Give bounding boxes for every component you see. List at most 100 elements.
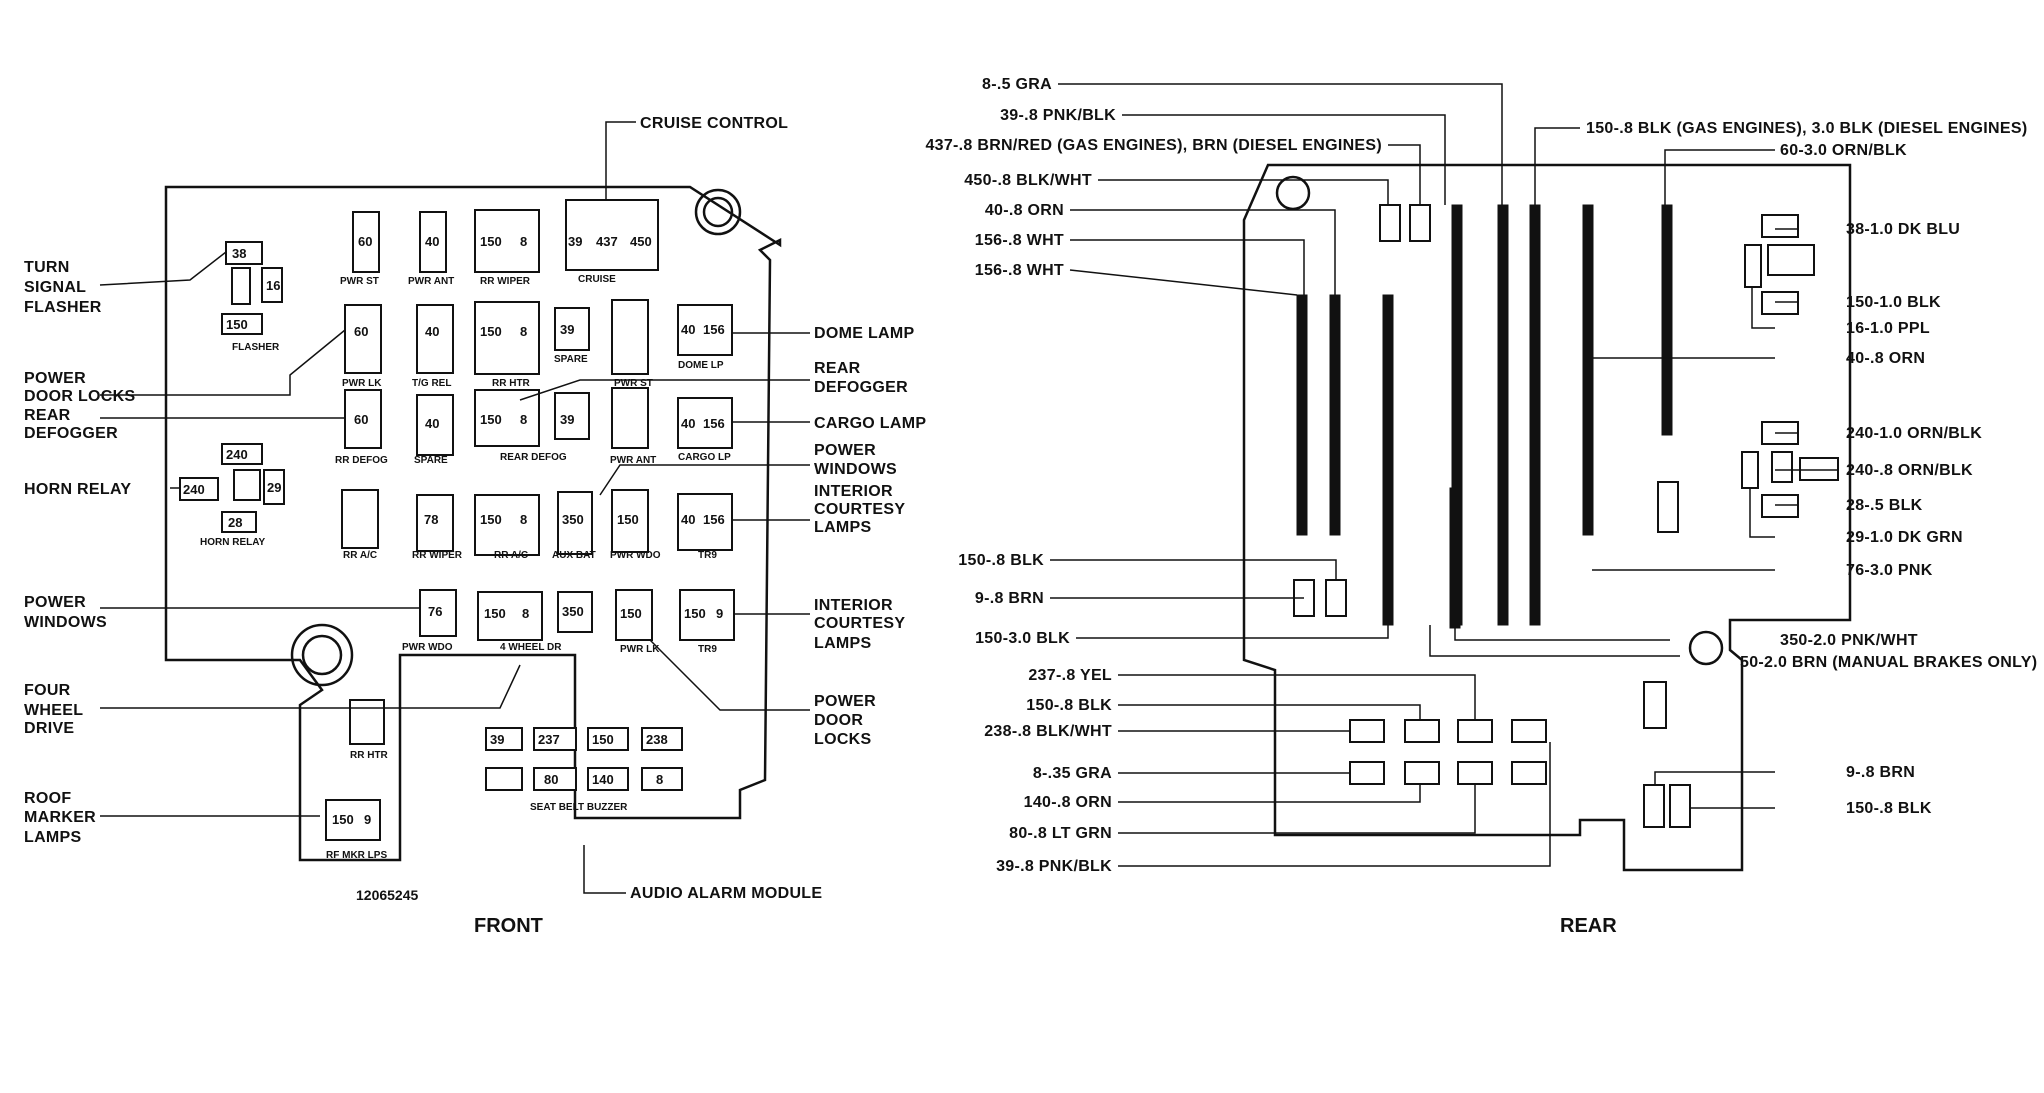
label-front-callouts-rear-defogger-left-1: DEFOGGER	[24, 425, 118, 442]
label-rear-left-labels-6: 156-.8 WHT	[975, 262, 1064, 279]
label-front-callouts-roof-marker-lamps-1: MARKER	[24, 809, 96, 826]
label-front-circuit-numbers-c450: 450	[630, 234, 652, 249]
diagram-group	[1242, 163, 1852, 872]
label-rear-right-labels-11: 350-2.0 PNK/WHT	[1780, 632, 1918, 649]
label-front-callouts-power-windows-right-0: POWER	[814, 442, 876, 459]
label-front-circuit-numbers-c60-a: 60	[358, 234, 372, 249]
label-front-circuit-numbers-c29: 29	[267, 480, 281, 495]
label-rear-right-labels-0: 150-.8 BLK (GAS ENGINES), 3.0 BLK (DIESE…	[1586, 120, 2027, 137]
label-rear-left-labels-0: 8-.5 GRA	[982, 76, 1052, 93]
label-front-circuit-numbers-c28: 28	[228, 515, 242, 530]
label-rear-right-labels-1: 60-3.0 ORN/BLK	[1780, 142, 1907, 159]
label-front-slot-labels-pwr-ant-1: PWR ANT	[408, 276, 454, 287]
label-front-circuit-numbers-c39-a: 39	[568, 234, 582, 249]
front-circuit-numbers: 38 16 150 60 40 150 8 39 437 450 60 40 1…	[183, 234, 725, 827]
rear-block-outline	[1242, 163, 1852, 872]
label-front-slot-labels-rr-ac-2: RR A/C	[494, 550, 528, 561]
label-front-slot-labels-spare-1: SPARE	[554, 354, 588, 365]
label-rear-left-labels-7: 150-.8 BLK	[958, 552, 1044, 569]
rear-terminals	[1293, 204, 1839, 828]
label-front-callouts-rear-defogger-left-0: REAR	[24, 407, 71, 424]
label-front-callouts-dome-lamp: DOME LAMP	[814, 325, 915, 342]
label-front-circuit-numbers-c78: 78	[424, 512, 438, 527]
label-rear-left-labels-9: 150-3.0 BLK	[975, 630, 1070, 647]
label-front-circuit-numbers-c150-f: 150	[484, 606, 506, 621]
label-front-circuit-numbers-c8-b: 8	[520, 324, 527, 339]
label-front-callouts-interior-courtesy-1-2: LAMPS	[814, 519, 872, 536]
label-front-slot-labels-rr-wiper-1: RR WIPER	[480, 276, 531, 287]
label-front-callouts-turn-signal-flasher-0: TURN	[24, 259, 70, 276]
label-front-slot-labels-seat-belt-buzzer: SEAT BELT BUZZER	[530, 802, 628, 813]
label-front-circuit-numbers-c240-b: 240	[183, 482, 205, 497]
label-front-slot-labels-tg-rel: T/G REL	[412, 378, 451, 389]
label-front-slot-labels-spare-2: SPARE	[414, 455, 448, 466]
label-front-circuit-numbers-c150-d: 150	[480, 512, 502, 527]
label-front-slot-labels-rr-htr-1: RR HTR	[492, 378, 531, 389]
label-front-circuit-numbers-c150-g: 150	[620, 606, 642, 621]
label-rear-right-labels-4: 16-1.0 PPL	[1846, 320, 1930, 337]
label-rear-right-labels-9: 29-1.0 DK GRN	[1846, 529, 1963, 546]
front-block-outline	[164, 185, 782, 862]
label-front-slot-labels-horn-relay: HORN RELAY	[200, 537, 266, 548]
label-front-slot-labels-pwr-wdo-1: PWR WDO	[610, 550, 661, 561]
label-front-slot-labels-tr9-1: TR9	[698, 550, 717, 561]
label-front-circuit-numbers-c8-c: 8	[520, 412, 527, 427]
label-front-slot-labels-flasher: FLASHER	[232, 342, 280, 353]
label-front-callouts-roof-marker-lamps-2: LAMPS	[24, 829, 82, 846]
label-front-callouts-power-windows-right-1: WINDOWS	[814, 461, 897, 478]
label-front-circuit-numbers-c40-a: 40	[425, 234, 439, 249]
label-front-callouts-four-wheel-drive-0: FOUR	[24, 682, 71, 699]
label-front-circuit-numbers-c350-a: 350	[562, 512, 584, 527]
label-front-slot-labels-rr-htr-2: RR HTR	[350, 750, 389, 761]
label-rear-left-labels-8: 9-.8 BRN	[975, 590, 1044, 607]
diagram-group	[164, 185, 782, 862]
label-rear-left-labels-2: 437-.8 BRN/RED (GAS ENGINES), BRN (DIESE…	[925, 137, 1382, 154]
label-front-circuit-numbers-c80: 80	[544, 772, 558, 787]
label-front-circuit-numbers-c8-f: 8	[522, 606, 529, 621]
label-front-circuit-numbers-c16: 16	[266, 278, 280, 293]
label-rear-left-labels-11: 150-.8 BLK	[1026, 697, 1112, 714]
label-front-callouts-audio-alarm-module: AUDIO ALARM MODULE	[630, 885, 822, 902]
label-front-callouts-interior-courtesy-1-0: INTERIOR	[814, 483, 893, 500]
label-front-slot-labels-four-wheel-dr: 4 WHEEL DR	[500, 642, 562, 653]
label-front-slot-labels-rr-ac-1: RR A/C	[343, 550, 377, 561]
label-front-circuit-numbers-c40-tr: 40	[681, 512, 695, 527]
label-front-callouts-rear-defogger-right-0: REAR	[814, 360, 861, 377]
label-front-circuit-numbers-c437: 437	[596, 234, 618, 249]
label-front-callouts-four-wheel-drive-1: WHEEL	[24, 702, 83, 719]
rear-caption: REAR	[1560, 915, 1617, 937]
front-caption: FRONT	[474, 915, 543, 937]
rear-bus-bars	[1296, 204, 1673, 629]
label-front-slot-labels-rf-mkr-lps: RF MKR LPS	[326, 850, 387, 861]
label-front-callouts-interior-courtesy-2-1: COURTESY	[814, 615, 905, 632]
label-front-slot-labels-cruise: CRUISE	[578, 274, 616, 285]
label-front-slot-labels-pwr-lk-1: PWR LK	[342, 378, 382, 389]
label-rear-left-labels-4: 40-.8 ORN	[985, 202, 1064, 219]
label-front-circuit-numbers-c60-c: 60	[354, 412, 368, 427]
label-front-callouts-turn-signal-flasher-2: FLASHER	[24, 299, 102, 316]
label-front-slot-labels-pwr-st-1: PWR ST	[340, 276, 379, 287]
label-rear-left-labels-3: 450-.8 BLK/WHT	[964, 172, 1092, 189]
label-rear-right-labels-5: 40-.8 ORN	[1846, 350, 1925, 367]
label-front-circuit-numbers-c150-rf: 150	[332, 812, 354, 827]
label-front-circuit-numbers-c39-c: 39	[560, 412, 574, 427]
label-front-circuit-numbers-c240-a: 240	[226, 447, 248, 462]
callout-cruise-control: CRUISE CONTROL	[640, 115, 788, 132]
label-front-circuit-numbers-c238: 238	[646, 732, 668, 747]
label-front-callouts-interior-courtesy-2-2: LAMPS	[814, 635, 872, 652]
label-front-circuit-numbers-c8-a: 8	[520, 234, 527, 249]
label-front-circuit-numbers-c156-tr: 156	[703, 512, 725, 527]
label-rear-left-labels-1: 39-.8 PNK/BLK	[1000, 107, 1116, 124]
rear-right-labels: 150-.8 BLK (GAS ENGINES), 3.0 BLK (DIESE…	[1560, 120, 2037, 937]
label-front-callouts-power-door-locks-right-1: DOOR	[814, 712, 863, 729]
label-front-circuit-numbers-c9-h: 9	[716, 606, 723, 621]
label-rear-left-labels-10: 237-.8 YEL	[1028, 667, 1112, 684]
label-front-callouts-turn-signal-flasher-1: SIGNAL	[24, 279, 86, 296]
label-front-callouts-power-door-locks-right-2: LOCKS	[814, 731, 872, 748]
rear-left-labels: 8-.5 GRA 39-.8 PNK/BLK 437-.8 BRN/RED (G…	[925, 76, 1382, 875]
label-front-circuit-numbers-c40-b: 40	[425, 324, 439, 339]
label-front-circuit-numbers-c40-dome: 40	[681, 322, 695, 337]
front-slot-labels: FLASHER PWR ST PWR ANT RR WIPER CRUISE P…	[200, 274, 731, 861]
label-front-circuit-numbers-c39-b: 39	[560, 322, 574, 337]
